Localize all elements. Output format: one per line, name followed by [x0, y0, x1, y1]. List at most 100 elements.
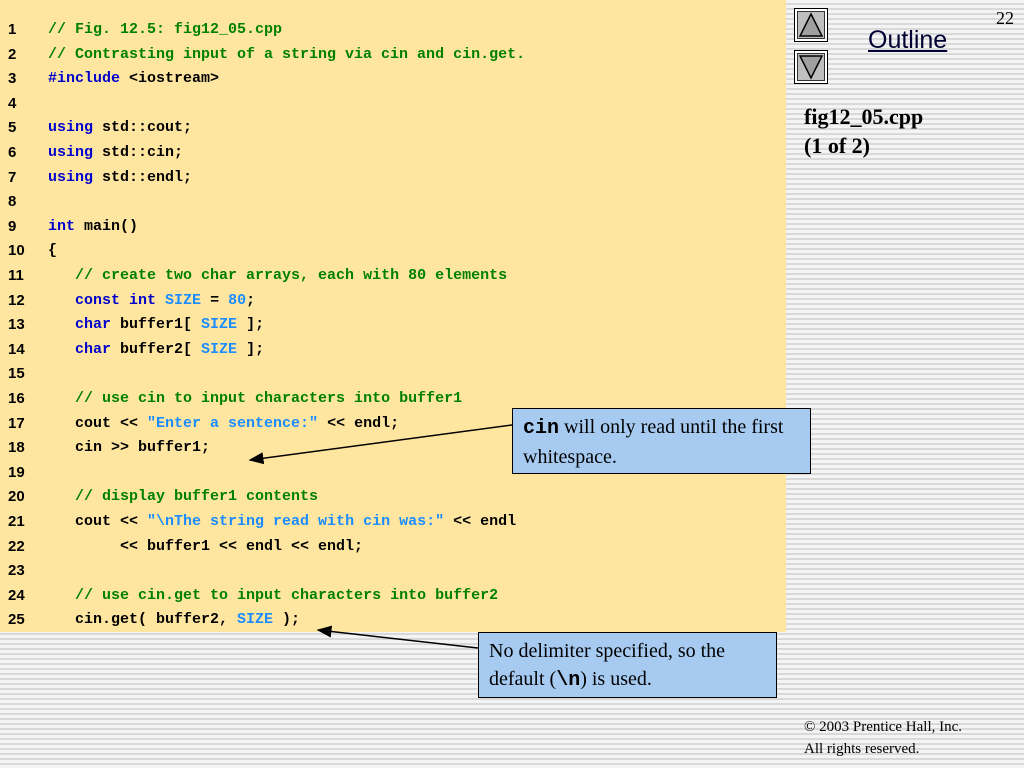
code-line: 17 cout << "Enter a sentence:" << endl; [0, 412, 786, 436]
code-token: SIZE [201, 316, 238, 334]
callout-cin-code: cin [523, 417, 560, 440]
code-text: // create two char arrays, each with 80 … [48, 264, 507, 288]
line-number: 1 [8, 21, 17, 38]
copyright-text: 2003 Prentice Hall, Inc. [815, 719, 963, 735]
slide-title-part: (1 of 2) [804, 133, 870, 158]
code-line: 22 << buffer1 << endl << endl; [0, 535, 786, 559]
outline-link[interactable]: Outline [868, 26, 948, 54]
code-panel: 1 // Fig. 12.5: fig12_05.cpp 2 // Contrasti… [0, 0, 786, 632]
line-number: 12 [8, 291, 25, 309]
code-token: ]; [237, 316, 265, 334]
line-number: 21 [8, 513, 25, 530]
triangle-down-icon [798, 55, 824, 80]
code-token: SIZE [201, 340, 238, 358]
code-token: main() [75, 217, 139, 235]
triangle-up-icon [798, 12, 824, 37]
code-token: #include [48, 70, 121, 88]
line-number: 23 [8, 562, 25, 580]
code-token: cin >> buffer1; [48, 439, 211, 457]
next-slide-button[interactable] [794, 50, 828, 84]
code-line: 25 cin.get( buffer2, SIZE ); [0, 608, 786, 632]
code-token: << buffer1 << endl << endl; [48, 537, 364, 555]
code-token: << endl; [318, 414, 400, 432]
code-line: 2 // Contrasting input of a string via ci… [0, 43, 786, 67]
code-token: buffer2[ [111, 340, 202, 358]
code-token: // use cin.get to input characters into … [75, 586, 499, 604]
code-token: // Contrasting input of a string via cin… [48, 45, 526, 63]
callout-delimiter: No delimiter specified, so the default (… [478, 632, 777, 698]
line-number: 14 [8, 340, 25, 358]
code-line: 4 [0, 92, 786, 116]
code-text: using std::endl; [48, 166, 192, 190]
code-token: using [48, 119, 94, 137]
code-text: cin >> buffer1; [48, 436, 210, 460]
code-text: const int SIZE = 80; [48, 289, 255, 313]
code-text: cout << "Enter a sentence:" << endl; [48, 412, 399, 436]
code-text: << buffer1 << endl << endl; [48, 535, 363, 559]
code-token: <iostream> [120, 70, 220, 88]
code-text: using std::cin; [48, 141, 183, 165]
code-text: // Fig. 12.5: fig12_05.cpp [48, 18, 282, 42]
line-number: 10 [8, 242, 25, 260]
code-line: 11 // create two char arrays, each with … [0, 264, 786, 288]
line-number: 19 [8, 463, 25, 481]
code-line: 23 [0, 559, 786, 583]
code-text: cout << "\nThe string read with cin was:… [48, 510, 516, 534]
slide-title-filename: fig12_05.cpp [804, 104, 924, 129]
code-token: ]; [237, 340, 265, 358]
code-token: cout << [48, 513, 148, 530]
line-number: 17 [8, 414, 25, 432]
code-line: 12 const int SIZE = 80; [0, 289, 786, 313]
code-text: int main() [48, 215, 138, 239]
code-token: // display buffer1 contents [75, 488, 319, 506]
code-text: // Contrasting input of a string via cin… [48, 43, 525, 67]
code-token: "Enter a sentence:" [147, 414, 319, 432]
code-token: char [75, 340, 112, 358]
code-line: 24 // use cin.get to input characters in… [0, 584, 786, 608]
code-line: 16 // use cin to input characters into b… [0, 387, 786, 411]
callout-delimiter-text1: No delimiter specified, so the default ( [489, 640, 726, 690]
callout-cin-text: will only read until the first whitespac… [523, 416, 784, 468]
code-line: 3 #include <iostream> [0, 67, 786, 91]
code-line: 21 cout << "\nThe string read with cin w… [0, 510, 786, 534]
slide-title: fig12_05.cpp (1 of 2) [804, 102, 923, 160]
code-text: { [48, 239, 57, 263]
code-line: 20 // display buffer1 contents [0, 485, 786, 509]
copyright: © 2003 Prentice Hall, Inc. All rights re… [804, 716, 962, 760]
rights-text: All rights reserved. [804, 741, 920, 757]
code-token: 80 [228, 291, 247, 309]
code-line: 10 { [0, 239, 786, 263]
code-line: 8 [0, 190, 786, 214]
line-number: 24 [8, 586, 25, 604]
callout2-arrow [316, 625, 479, 649]
code-line: 18 cin >> buffer1; [0, 436, 786, 460]
code-token: buffer1[ [111, 316, 202, 334]
code-token: // create two char arrays, each with 80 … [75, 267, 508, 284]
code-text: // display buffer1 contents [48, 485, 318, 509]
code-token: ); [273, 611, 301, 629]
code-line: 19 [0, 461, 786, 485]
copyright-symbol: © [804, 719, 816, 735]
code-token: std::endl; [93, 168, 193, 186]
code-text: // use cin to input characters into buff… [48, 387, 462, 411]
line-number: 4 [8, 94, 17, 112]
previous-slide-button[interactable] [794, 8, 828, 42]
code-token: std::cout; [93, 119, 193, 137]
callout-cin: cin will only read until the first white… [512, 408, 811, 474]
code-token: using [48, 168, 94, 186]
code-text: #include <iostream> [48, 67, 219, 91]
line-number: 3 [8, 70, 17, 88]
code-token: const int [75, 291, 157, 309]
code-line: 13 char buffer1[ SIZE ]; [0, 313, 786, 337]
line-number: 8 [8, 193, 17, 211]
callout1-arrow [248, 424, 513, 465]
code-token: cout << [48, 414, 148, 432]
code-token: int [48, 217, 76, 235]
code-token: << endl [444, 513, 517, 530]
line-number: 13 [8, 316, 25, 334]
line-number: 2 [8, 45, 17, 63]
code-token: "\nThe string read with cin was:" [147, 513, 445, 530]
